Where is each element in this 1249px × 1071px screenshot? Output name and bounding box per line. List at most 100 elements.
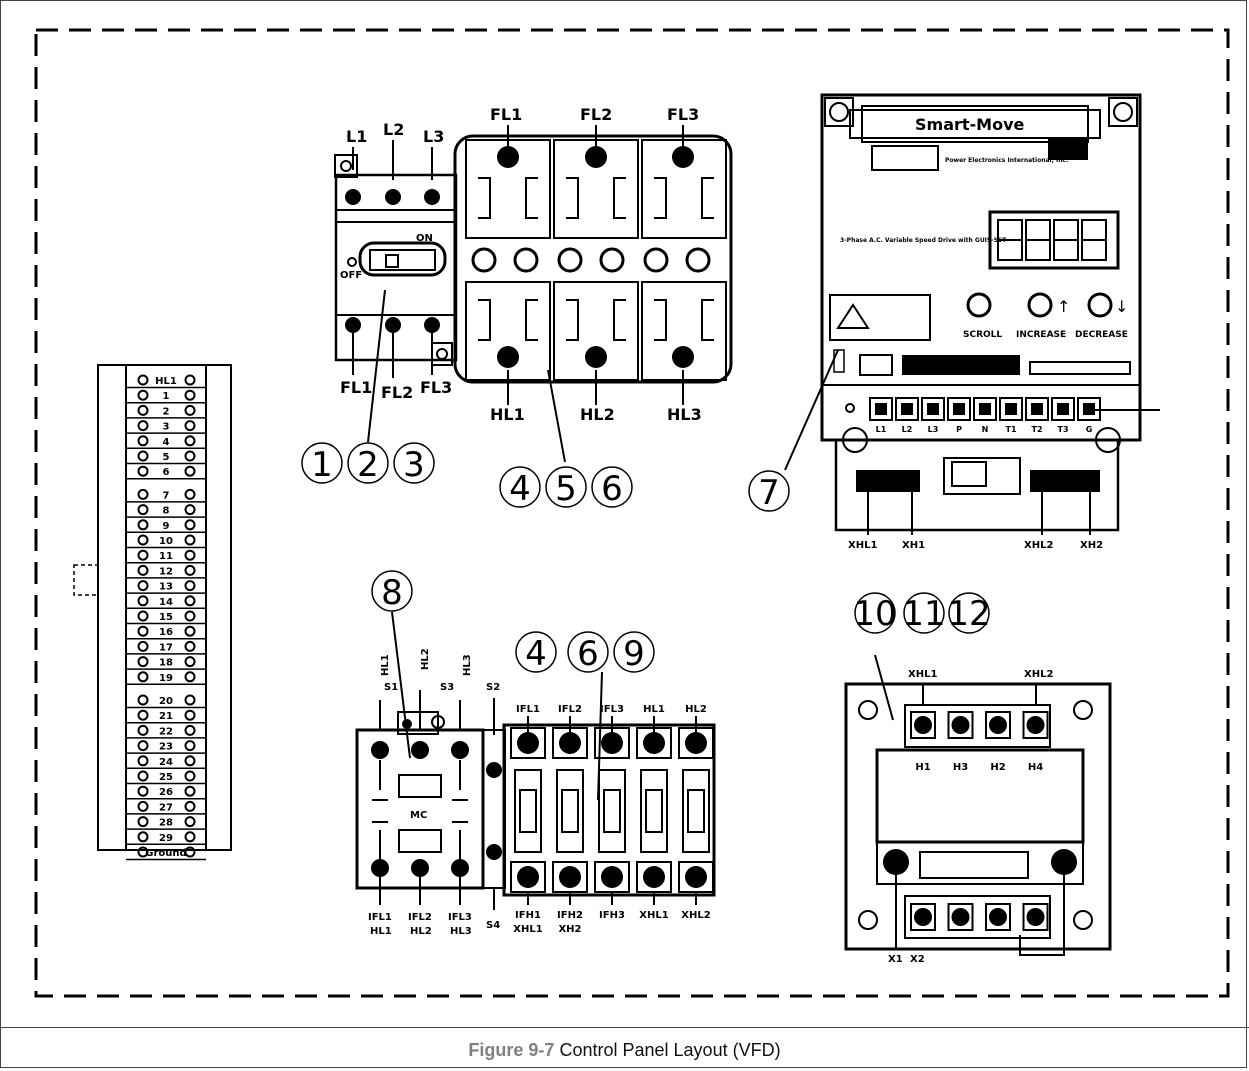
terminal-strip: HL11234567891011121314151617181920212223…	[73, 364, 232, 861]
fuse-bottom-label-2: HL2	[580, 405, 615, 424]
callout-12: 12	[947, 592, 991, 634]
terminal-row: 6	[126, 465, 206, 480]
terminal-label: 12	[159, 566, 173, 577]
vfd-terminal-label: L3	[928, 425, 939, 434]
terminal-row: 25	[126, 770, 206, 785]
vfd-terminal-label: G	[1086, 425, 1093, 434]
terminal-label: 18	[159, 658, 173, 669]
transformer-terminal: H1	[910, 711, 936, 931]
transformer-top-label-1: XHL1	[908, 669, 937, 680]
vfd-scroll-button-label: SCROLL	[963, 330, 1002, 340]
terminal-row: HL1	[126, 374, 206, 389]
disconnect-bottom-label-2: FL2	[381, 383, 413, 402]
terminal-label: 2	[163, 406, 170, 417]
callout-8: 8	[371, 570, 413, 613]
terminal-row: 2	[126, 404, 206, 419]
contactor: HL1 HL2 HL3 S1 S3 S2 MC IFL1 IF	[355, 611, 506, 937]
vfd-bottom-label-1: XHL1	[848, 540, 877, 551]
terminal-row: 16	[126, 625, 206, 640]
fuse-block2-bottom2-label: XHL1	[513, 924, 542, 935]
vfd-terminal: L1	[869, 397, 893, 434]
vfd-terminal-label: T1	[1005, 425, 1016, 434]
disconnect-top-label-2: L2	[383, 120, 404, 139]
vfd-down-arrow: ↓	[1115, 297, 1128, 316]
transformer-x2-label: X2	[910, 954, 925, 965]
vfd-terminal: T3	[1051, 397, 1075, 434]
fuse-bottom-label-3: HL3	[667, 405, 702, 424]
terminal-row: 12	[126, 564, 206, 579]
vfd-terminal-label: T2	[1031, 425, 1042, 434]
disconnect-switch: L1 L2 L3 ON OFF FL1 FL2 FL3	[334, 120, 458, 443]
fuse-block2-bottom2-label: XH2	[558, 924, 581, 935]
contactor-s4-label: S4	[486, 920, 500, 931]
svg-text:6: 6	[577, 634, 599, 674]
terminal-label: 25	[159, 772, 173, 783]
svg-text:11: 11	[902, 594, 945, 634]
callout-6b: 6	[567, 631, 609, 674]
fuse-block: FL1 FL2 FL3 HL1 HL2	[453, 105, 733, 463]
terminal-row: 11	[126, 549, 206, 564]
terminal-row: 7	[126, 488, 206, 503]
vfd-maker: Power Electronics International, Inc.	[945, 157, 1068, 164]
terminal-label: 15	[159, 612, 173, 623]
terminal-label: 10	[159, 536, 173, 547]
terminal-row: 4	[126, 435, 206, 450]
terminal-label: 4	[163, 437, 170, 448]
fuse-block2-top-label: HL2	[685, 704, 707, 715]
terminal-label: 7	[163, 490, 170, 501]
terminal-label: 9	[163, 521, 170, 532]
terminal-label: Ground	[145, 848, 186, 859]
vfd-terminal: L3	[921, 397, 945, 434]
svg-text:7: 7	[758, 473, 780, 513]
terminal-label: 11	[159, 551, 173, 562]
fuse-block2-top-label: IFL3	[600, 704, 624, 715]
terminal-label: 16	[159, 627, 173, 638]
terminal-label: 14	[159, 597, 173, 608]
terminal-row: 5	[126, 450, 206, 465]
svg-text:5: 5	[555, 469, 577, 509]
callout-2: 2	[347, 442, 389, 485]
terminal-row: 17	[126, 640, 206, 655]
callouts: 1 2 3 4 5 6 7 8 4 6 9 10 11 12	[301, 442, 991, 674]
callout-3: 3	[393, 442, 435, 485]
figure-number: Figure 9-7	[468, 1040, 555, 1060]
terminal-label: 20	[159, 696, 173, 707]
transformer-terminal: H4	[1022, 711, 1049, 931]
callout-4b: 4	[515, 631, 557, 674]
vfd-increase-button-label: INCREASE	[1016, 330, 1066, 340]
vfd-terminal-label: L2	[902, 425, 913, 434]
callout-4: 4	[499, 466, 541, 509]
terminal-row: 28	[126, 816, 206, 830]
svg-text:4: 4	[525, 634, 547, 674]
terminal-label: 19	[159, 673, 173, 684]
vfd-terminal: G	[1077, 397, 1101, 434]
terminal-label: 23	[159, 742, 173, 753]
callout-6: 6	[591, 466, 633, 509]
svg-text:9: 9	[623, 634, 645, 674]
terminal-label: 29	[159, 833, 173, 844]
contactor-aux-label-1: S1	[384, 682, 398, 693]
contactor-top-label-2: HL2	[420, 648, 431, 670]
vfd-terminal: N	[973, 397, 997, 434]
vfd-terminal: L2	[895, 397, 919, 434]
svg-text:4: 4	[509, 469, 531, 509]
terminal-label: 28	[159, 818, 173, 829]
vfd-terminal: T1	[999, 397, 1023, 434]
fuse-top-label-1: FL1	[490, 105, 522, 124]
contactor-bottom-label-1: IFL1	[368, 912, 392, 923]
disconnect-top-label-1: L1	[346, 127, 367, 146]
contactor-top-label-1: HL1	[380, 654, 391, 676]
disconnect-bottom-label-3: FL3	[420, 378, 452, 397]
callout-5: 5	[545, 466, 587, 509]
terminal-label: 21	[159, 711, 173, 722]
transformer-h-label: H3	[953, 762, 968, 773]
disconnect-off-label: OFF	[340, 270, 362, 281]
vfd-bottom-label-2: XH1	[902, 540, 925, 551]
vfd-bottom-label-4: XH2	[1080, 540, 1103, 551]
terminal-row: 22	[126, 724, 206, 739]
svg-text:12: 12	[947, 594, 990, 634]
transformer-h-label: H4	[1028, 762, 1043, 773]
